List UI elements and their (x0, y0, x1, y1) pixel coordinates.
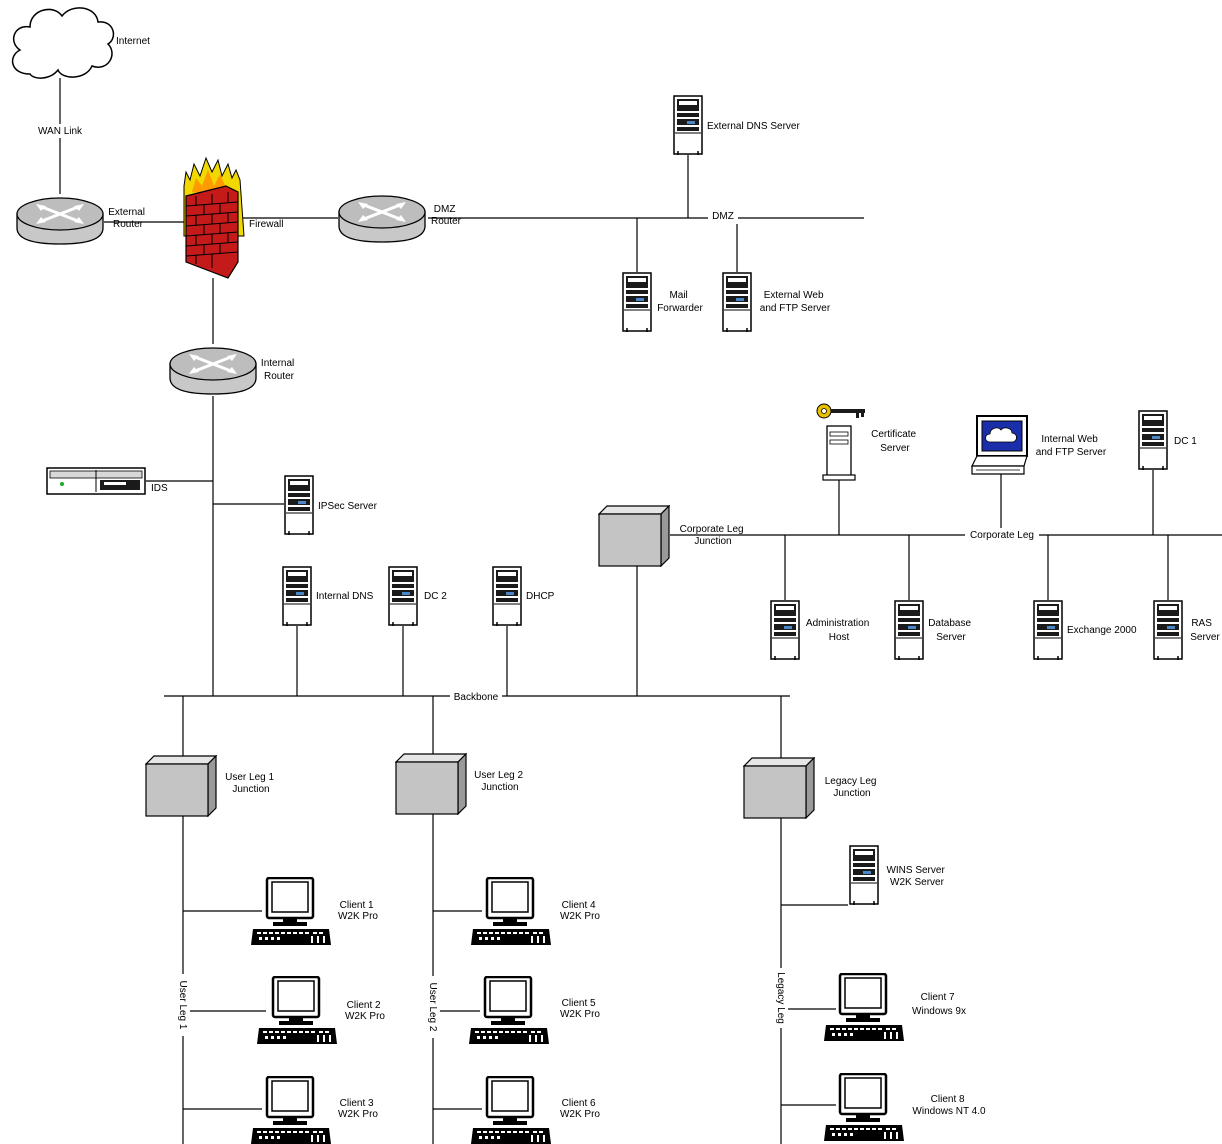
wins-server-label: WINS Server W2K Server (886, 865, 947, 888)
client3-label: Client 3 W2K Pro (338, 1098, 378, 1120)
mail-forwarder-label: Mail Forwarder (657, 290, 703, 314)
internet-cloud-icon (11, 7, 115, 79)
firewall-label: Firewall (249, 219, 283, 230)
client6-label: Client 6 W2K Pro (560, 1098, 600, 1120)
client5-workstation-icon (467, 976, 551, 1046)
ipsec-server-label: IPSec Server (318, 501, 378, 512)
certificate-server-icon (816, 403, 865, 481)
corporate-leg-junction-icon (598, 505, 670, 567)
client1-workstation-icon (249, 877, 333, 947)
user-leg1-junction-icon (145, 755, 217, 817)
firewall-icon (183, 156, 245, 279)
legacy-leg-junction-label: Legacy Leg Junction (825, 776, 880, 799)
internal-web-ftp-server-label: Internal Web and FTP Server (1036, 434, 1107, 458)
dc2-server-label: DC 2 (424, 591, 447, 602)
external-web-ftp-server-label: External Web and FTP Server (760, 290, 831, 314)
database-server-icon (894, 600, 924, 660)
client8-workstation-icon (822, 1073, 906, 1143)
client8-label: Client 8 Windows NT 4.0 (912, 1094, 986, 1117)
client5-label: Client 5 W2K Pro (560, 998, 600, 1020)
administration-host-label: Administration Host (806, 618, 872, 643)
ipsec-server-icon (284, 475, 314, 535)
ras-server-icon (1153, 600, 1183, 660)
user-leg1-junction-label: User Leg 1 Junction (225, 772, 277, 795)
user-leg2-junction-icon (395, 753, 467, 815)
administration-host-icon (770, 600, 800, 660)
internal-router-label: Internal Router (261, 358, 297, 382)
database-server-label: Database Server (928, 618, 974, 643)
internal-dns-server-label: Internal DNS (316, 591, 374, 602)
user-leg2-junction-label: User Leg 2 Junction (474, 770, 526, 793)
external-dns-server-label: External DNS Server (707, 121, 800, 132)
ids-label: IDS (151, 483, 168, 494)
user-leg2-label: User Leg 2 (427, 983, 438, 1032)
dhcp-server-icon (492, 566, 522, 626)
exchange-server-label: Exchange 2000 (1067, 625, 1137, 636)
internal-router-icon (168, 346, 258, 396)
client4-label: Client 4 W2K Pro (560, 900, 600, 922)
internal-dns-server-icon (282, 566, 312, 626)
backbone-label: Backbone (454, 692, 499, 703)
legacy-leg-junction-icon (743, 757, 815, 819)
external-web-ftp-server-icon (722, 272, 752, 332)
client2-label: Client 2 W2K Pro (345, 1000, 385, 1022)
external-router-icon (15, 196, 105, 246)
corporate-leg-junction-label: Corporate Leg Junction (680, 524, 747, 547)
exchange-server-icon (1033, 600, 1063, 660)
client7-workstation-icon (822, 973, 906, 1043)
client3-workstation-icon (249, 1076, 333, 1144)
mail-forwarder-icon (622, 272, 652, 332)
external-dns-server-icon (673, 95, 703, 155)
dc1-server-icon (1138, 410, 1168, 470)
link-labels: WAN Link DMZ Backbone Corporate Leg User… (28, 124, 1039, 1038)
dmz-router-icon (337, 194, 427, 244)
user-leg1-label: User Leg 1 (177, 981, 188, 1030)
legacy-leg-label: Legacy Leg (775, 972, 786, 1024)
dmz-label: DMZ (712, 211, 734, 222)
internal-web-ftp-server-icon (971, 415, 1028, 475)
dc1-server-label: DC 1 (1174, 436, 1197, 447)
ras-server-label: RAS Server (1190, 618, 1220, 643)
client2-workstation-icon (255, 976, 339, 1046)
dhcp-server-label: DHCP (526, 591, 555, 602)
client1-label: Client 1 W2K Pro (338, 900, 378, 922)
client7-label: Client 7 Windows 9x (912, 992, 966, 1017)
wins-server-icon (849, 845, 879, 905)
client6-workstation-icon (469, 1076, 553, 1144)
client4-workstation-icon (469, 877, 553, 947)
external-router-label: External Router (108, 207, 147, 230)
ids-appliance-icon (46, 467, 146, 495)
internet-label: Internet (116, 36, 150, 47)
dc2-server-icon (388, 566, 418, 626)
corporate-leg-label: Corporate Leg (970, 530, 1034, 541)
wan-link-label: WAN Link (38, 126, 83, 137)
dmz-router-label: DMZ Router (431, 204, 462, 227)
certificate-server-label: Certificate Server (871, 429, 919, 454)
